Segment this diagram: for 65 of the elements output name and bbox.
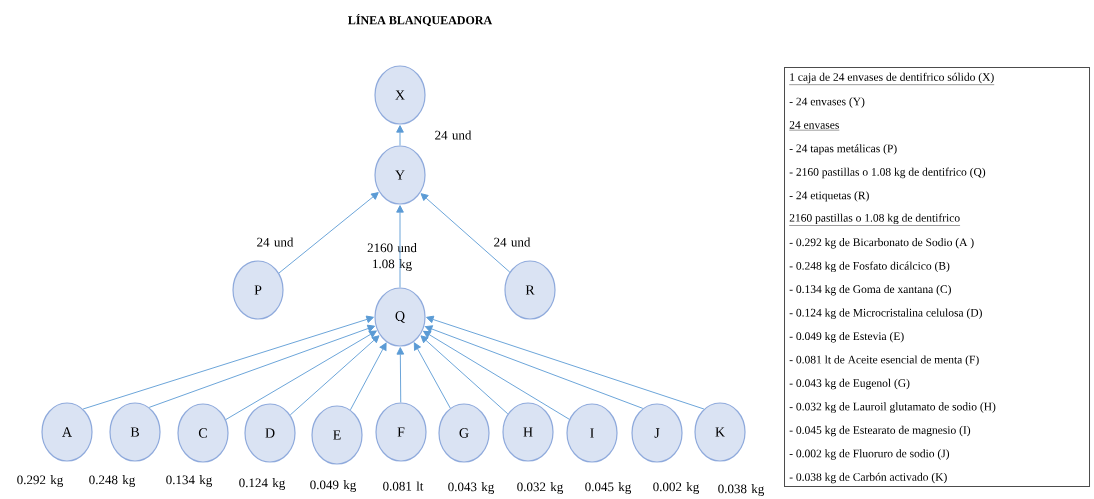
- circle-node: B: [109, 402, 161, 462]
- list-item: - 0.134 kg de Goma de xantana (C): [789, 284, 951, 296]
- list-item: - 0.248 kg de Fosfato dicálcico (B): [789, 261, 950, 273]
- list-heading: 24 envases: [789, 121, 840, 131]
- list-item: - 0.043 kg de Eugenol (G): [789, 378, 910, 390]
- arrow: [420, 335, 509, 415]
- quantity-label: 2160 und 1.08 kg: [367, 243, 417, 271]
- circle-node: P: [232, 260, 284, 320]
- list-item: - 0.292 kg de Bicarbonato de Sodio (A ): [789, 238, 974, 249]
- quantity-label: 0.248 kg: [89, 475, 136, 487]
- list-item: - 0.124 kg de Microcristalina celulosa (D): [789, 308, 982, 319]
- arrow: [225, 330, 377, 420]
- list-item: - 24 tapas metálicas (P): [789, 144, 897, 155]
- quantity-label: 24 und: [257, 237, 294, 247]
- circle-node: C: [177, 403, 229, 463]
- circle-node: J: [631, 403, 683, 463]
- list-item: - 0.045 kg de Estearato de magnesio (I): [789, 425, 971, 437]
- quantity-label: 0.032 kg: [517, 482, 564, 494]
- list-heading: 1 caja de 24 envases de dentifrico sólido (X): [789, 72, 995, 85]
- circle-node: A: [41, 402, 93, 462]
- quantity-label: 0.081 lt: [383, 481, 424, 491]
- arrow: [350, 342, 387, 411]
- arrow: [426, 315, 705, 410]
- arrow: [420, 193, 511, 273]
- circle-node: K: [694, 402, 746, 462]
- quantity-label: 0.124 kg: [239, 478, 286, 490]
- arrow: [278, 192, 379, 274]
- list-item: - 0.038 kg de Carbón activado (K): [789, 472, 947, 484]
- arrow: [424, 325, 644, 409]
- circle-node: I: [566, 403, 618, 463]
- list-item: - 0.081 lt de Aceite esencial de menta (F): [789, 355, 979, 366]
- list-item: - 0.049 kg de Estevia (E): [789, 331, 904, 343]
- list-item: - 0.002 kg de Fluoruro de sodio (J): [789, 449, 950, 460]
- arrow: [423, 330, 570, 420]
- arrow: [396, 125, 404, 146]
- quantity-label: 0.002 kg: [653, 482, 700, 494]
- quantity-label: 0.292 kg: [17, 475, 64, 487]
- circle-node: G: [438, 403, 490, 463]
- circle-node: F: [375, 402, 427, 462]
- arrow: [413, 342, 451, 409]
- quantity-label: 0.049 kg: [310, 480, 357, 492]
- list-item: - 24 etiquetas (R): [789, 191, 869, 202]
- list-item: - 0.032 kg de Lauroil glutamato de sodio (H): [789, 402, 996, 413]
- quantity-label: 0.038 kg: [718, 484, 765, 496]
- quantity-label: 24 und: [494, 237, 531, 247]
- circle-node: D: [244, 403, 296, 463]
- circle-node: E: [311, 405, 363, 465]
- circle-node: Y: [374, 145, 426, 205]
- arrow: [289, 335, 380, 416]
- arrow: [82, 315, 374, 410]
- circle-node: H: [502, 402, 554, 462]
- list-heading: 2160 pastillas o 1.08 kg de dentifrico: [789, 213, 961, 226]
- circle-node: X: [374, 65, 426, 125]
- list-item: - 24 envases (Y): [789, 97, 865, 108]
- title: LÍNEA BLANQUEADORA: [348, 13, 493, 27]
- circle-node: R: [504, 260, 556, 320]
- quantity-label: 24 und: [435, 130, 472, 140]
- list-item: - 2160 pastillas o 1.08 kg de dentifrico (Q): [789, 167, 986, 179]
- circle-node: Q: [374, 287, 426, 347]
- quantity-label: 0.134 kg: [166, 475, 213, 487]
- quantity-label: 0.043 kg: [448, 482, 495, 494]
- arrow: [396, 205, 404, 288]
- quantity-label: 0.045 kg: [585, 482, 632, 494]
- arrow: [148, 324, 376, 408]
- arrow: [396, 347, 405, 403]
